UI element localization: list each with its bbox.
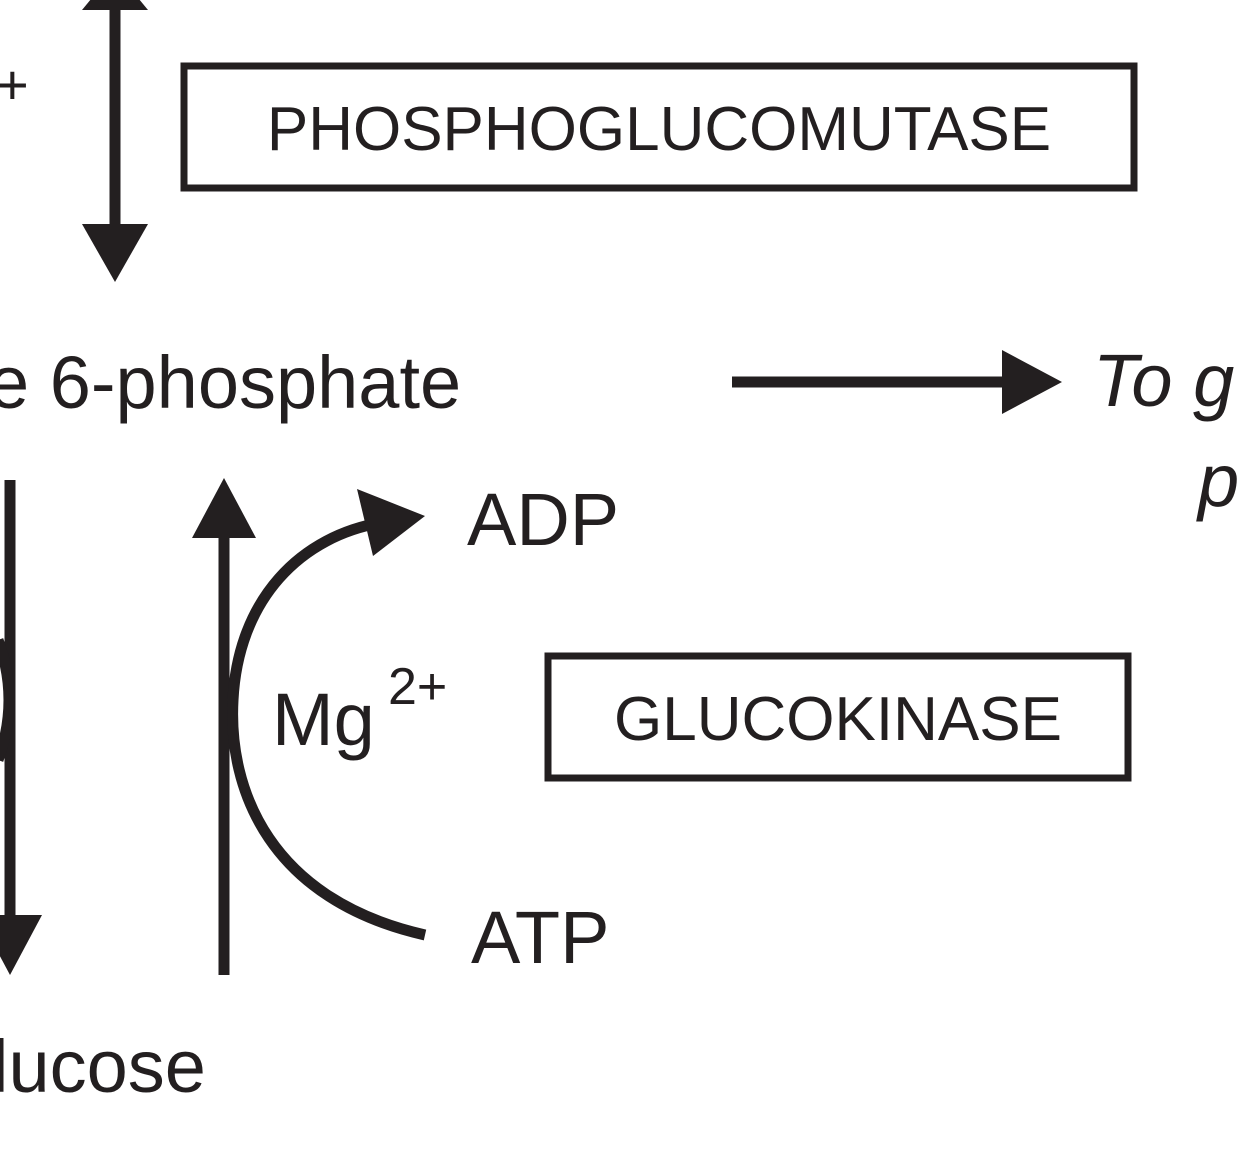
phosphoglucomutase-box-border [180,62,1138,192]
top-left-superscript-fragment: + [0,53,29,116]
phosphoglucomutase-arrow-head-down [82,224,148,282]
phosphatase-side-arc-fragment [0,638,15,762]
phosphatase-down-arrow [0,480,42,975]
glucokinase-label: GLUCOKINASE [614,685,1062,754]
glucokinase-box-border [544,652,1132,782]
phosphoglucomutase-reversible-arrow [82,0,148,282]
glucokinase-box: GLUCOKINASE [544,652,1132,782]
glucokinase-arrow-head-up [192,478,256,538]
atp-to-adp-arrow-head [357,489,425,556]
atp-to-adp-curved-arrow [227,489,427,941]
glucose-label: lucose [0,1025,206,1108]
glucose-6-phosphate-label: e 6-phosphate [0,341,461,424]
to-glycolysis-arrow-head [1002,350,1062,414]
mg-charge-superscript: 2+ [388,658,447,716]
phosphatase-arrow-head-down [0,915,42,975]
to-glycolysis-label-line1: To g [1093,339,1234,422]
glucokinase-up-arrow [192,478,256,975]
phosphoglucomutase-label: PHOSPHOGLUCOMUTASE [267,95,1051,164]
magnesium-cofactor-label: Mg 2+ [272,658,447,761]
phosphoglucomutase-box: PHOSPHOGLUCOMUTASE [180,62,1138,192]
phosphoglucomutase-arrow-head-up [82,0,148,10]
mg-label: Mg [272,678,375,761]
adp-label: ADP [467,478,619,561]
atp-to-adp-arc [227,516,427,941]
atp-label: ATP [471,896,609,979]
to-glycolysis-label-line2: p [1196,439,1239,522]
to-glycolysis-arrow [732,350,1062,414]
